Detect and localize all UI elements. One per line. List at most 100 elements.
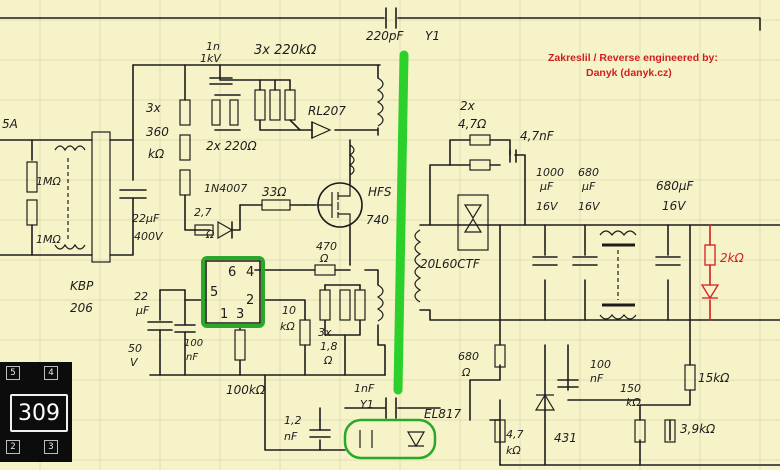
bridge-name-label: KBP <box>70 279 94 293</box>
mains-resistor-1 <box>26 161 38 193</box>
ic-pin-3: 3 <box>236 307 244 322</box>
cap-top-voltage-label: Y1 <box>425 29 440 43</box>
snubber-out-res-2 <box>469 159 491 171</box>
snubber-res-small-label: 2x 220Ω <box>206 139 257 153</box>
opto-led <box>406 431 426 448</box>
y1-capacitor-bottom <box>385 397 397 419</box>
transformer-secondary <box>414 229 422 303</box>
chip-pin-3: 3 <box>44 440 58 454</box>
credit-line-1: Zakreslil / Reverse engineered by: <box>548 52 718 64</box>
out-res-count-label: 2x <box>460 99 476 113</box>
snubber-resistor-2 <box>269 89 281 121</box>
cap-680-voltage-label: 16V <box>578 200 601 213</box>
res-15k-label: 15kΩ <box>698 371 730 385</box>
res-10k <box>299 319 311 346</box>
res-2-7-label: 2,7 <box>194 206 212 219</box>
cap-1000-unit-label: µF <box>539 180 554 193</box>
primary-inductor <box>348 144 355 176</box>
rectifier-label: 20L60CTF <box>420 257 481 271</box>
cap-1000-voltage-label: 16V <box>536 200 559 213</box>
out-res-value-label: 4,7Ω <box>458 117 487 131</box>
res-3-9k-label: 3,9kΩ <box>680 422 716 436</box>
ic-pin-1: 1 <box>220 307 228 322</box>
res-680 <box>494 344 506 368</box>
aux-winding <box>376 284 384 322</box>
cap-22-label: 22 <box>134 290 148 303</box>
snubber-out-res-1 <box>469 134 491 146</box>
primary-wiring <box>0 17 761 451</box>
cap-680uf-voltage-label: 16V <box>662 199 686 213</box>
cap-1000-label: 1000 <box>536 166 564 179</box>
res-4-7k-label: 4,7 <box>506 428 524 441</box>
common-mode-choke <box>54 145 86 152</box>
res-1-8-unit-label: Ω <box>323 354 333 367</box>
rc-cap-voltage-label: 1kV <box>200 52 222 65</box>
cap-680uf-label: 680µF <box>656 179 695 193</box>
chip-pin-4: 4 <box>44 366 58 380</box>
opto-transistor <box>359 430 373 448</box>
res-2-7-unit-label: Ω <box>205 228 215 241</box>
sense-resistor-1 <box>319 289 331 321</box>
res-1-8-count-label: 3x <box>318 326 332 339</box>
vcc-capacitor-100n <box>174 324 196 333</box>
cap-1-2-unit-label: nF <box>284 430 298 443</box>
snubber-resistor-small-1 <box>211 99 221 126</box>
rc-cap-label: 1n <box>206 40 220 53</box>
res-150k <box>634 419 646 443</box>
snubber-res-label: 3x 220kΩ <box>254 43 316 58</box>
optocoupler-label: EL817 <box>424 407 462 421</box>
cap-22-voltage-unit-label: V <box>130 356 139 369</box>
res-470 <box>314 264 336 276</box>
out-cap-label: 4,7nF <box>520 129 555 143</box>
transformer-primary <box>376 77 384 127</box>
diode-1n4007 <box>217 220 234 240</box>
ic-pin-5: 5 <box>210 285 218 300</box>
bridge-code-label: 206 <box>70 301 93 315</box>
cap-100n-out-label: 100 <box>590 358 611 371</box>
res-150k-label: 150 <box>620 382 641 395</box>
cap-22-voltage-label: 50 <box>128 342 142 355</box>
fuse-label: 5A <box>2 117 18 131</box>
cap-1n-bottom-label: 1nF <box>354 382 375 395</box>
controller-ic-highlight <box>201 256 265 328</box>
mosfet-code-label: 740 <box>366 213 389 227</box>
res-10k-label: 10 <box>282 304 296 317</box>
cap-top-label: 220pF <box>366 29 405 43</box>
bulk-capacitor <box>119 189 147 199</box>
sense-resistor-2 <box>339 289 351 321</box>
diode-1n4007-label: 1N4007 <box>204 182 247 195</box>
res-3-9k <box>664 419 676 443</box>
res-15k <box>684 364 696 391</box>
tl431-label: 431 <box>554 431 577 445</box>
output-choke <box>599 230 637 236</box>
res-4-7k-unit-label: kΩ <box>506 444 521 457</box>
ic-pin-4: 4 <box>246 265 254 280</box>
chip-pin-2: 2 <box>6 440 20 454</box>
output-cap-680-b <box>655 256 681 266</box>
cap-100n-out-unit-label: nF <box>590 372 604 385</box>
ic-marking-inset: 5 4 309 2 3 <box>0 362 72 462</box>
bleed-res-count-label: 3x <box>146 101 162 115</box>
led-resistor <box>704 244 716 266</box>
mains-res-1-label: 1MΩ <box>36 175 61 188</box>
res-4-7k <box>494 419 506 443</box>
bulk-cap-value-label: 22µF <box>132 212 160 225</box>
led-res-label: 2kΩ <box>720 251 745 265</box>
schottky-rectifier <box>457 194 489 251</box>
res-470-label: 470 <box>316 240 337 253</box>
res-100k-label: 100kΩ <box>226 383 266 397</box>
isolation-barrier <box>393 50 409 395</box>
cap-100n-out <box>557 379 579 388</box>
snubber-resistor-3 <box>284 89 296 121</box>
cap-1-2n <box>309 429 331 438</box>
rl207-label: RL207 <box>308 104 346 118</box>
optocoupler-highlight <box>343 418 437 460</box>
ic-pin-2: 2 <box>246 293 254 308</box>
bleeder-resistor-3 <box>179 169 191 196</box>
snubber-resistor-1 <box>254 89 266 121</box>
res-680-unit-label: Ω <box>461 366 471 379</box>
res-100k <box>234 329 246 361</box>
